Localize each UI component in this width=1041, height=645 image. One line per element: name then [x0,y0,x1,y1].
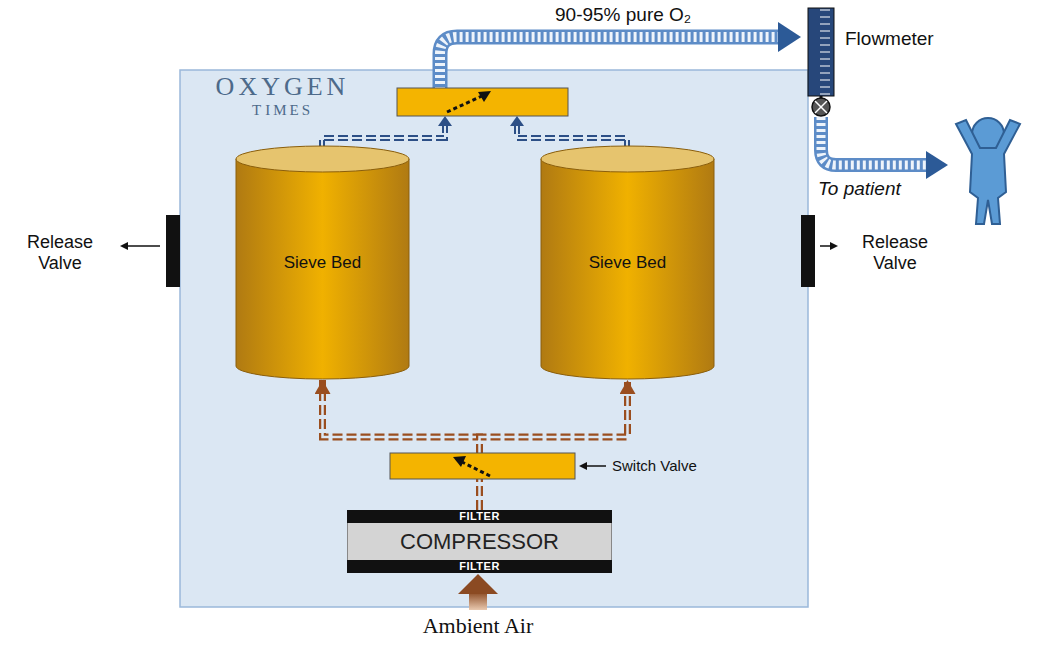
ambient-air-arrow [458,574,498,610]
top-valve [397,88,568,116]
switch-valve-label: Switch Valve [612,457,752,474]
housing-panel [180,70,808,607]
housing-panel: OXYGEN TIMES Sieve Bed Sieve BedFILTERCOMP… [180,70,808,607]
patient-figure [956,118,1020,224]
release-valve-bar [166,215,180,287]
bed-label: Sieve Bed [540,253,715,273]
air-pipe [323,380,480,510]
filter-band: FILTER [347,510,612,523]
release-arrow [120,242,838,250]
patient-pipe [821,117,948,179]
patient-label: To patient [818,178,958,200]
air-pipe [480,380,628,510]
logo-text: OXYGEN TIMES [190,72,375,119]
outlet-pipes [322,116,627,150]
sieve-bed: Sieve Bed [235,145,410,380]
switch-valve-arrowhead [453,456,466,467]
top-valve-arrow [447,91,491,112]
ambient-air-label: Ambient Air [368,613,588,638]
filter-band: FILTER [347,560,612,573]
release-valve-label: Release Valve [20,232,100,273]
bed-label: Sieve Bed [235,253,410,273]
flowmeter-symbol [808,8,834,116]
flowmeter-label: Flowmeter [845,28,965,50]
switch-valve [390,453,575,479]
compressor-box: FILTERCOMPRESSORFILTER [347,510,612,573]
switch-valve-arrow [462,462,490,476]
sieve-bed: Sieve Bed [540,145,715,380]
oxygen-output-pipe [440,22,801,90]
release-valve-bar [801,215,815,287]
switch-leader [579,462,606,470]
release-valve-label: Release Valve [855,232,935,273]
compressor-label: COMPRESSOR [347,523,612,560]
output-label: 90-95% pure O₂ [555,4,775,26]
